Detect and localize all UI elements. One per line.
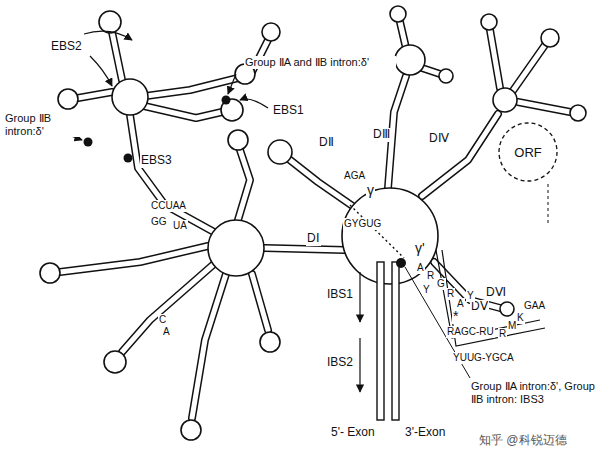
site-label: IBS2 [326, 356, 354, 370]
interaction-label: γ [366, 182, 375, 198]
intron-note: Group ⅡA intron:δ', Group ⅡB intron: IBS… [470, 380, 596, 405]
sequence-letters: R [426, 270, 435, 282]
watermark: 知乎 @科锐迈德 [478, 434, 568, 448]
domain-label: DⅠ [306, 232, 321, 246]
sequence-letters: Y [422, 284, 431, 296]
sequence-letters: C [158, 314, 167, 326]
sequence-letters: UA [172, 220, 188, 232]
intron-note: Group ⅡB intron:δ' [4, 112, 90, 137]
sequence-letters: R [498, 328, 507, 340]
exon-label: 3'-Exon [404, 426, 446, 440]
sequence-letters: GYGUG [343, 218, 382, 230]
site-label: EBS3 [140, 154, 173, 168]
sequence-letters: GAA [523, 300, 546, 312]
sequence-letters: A [416, 262, 425, 274]
site-label: EBS1 [272, 104, 305, 118]
sequence-letters: A [456, 298, 465, 310]
orf-region: ORF [497, 121, 559, 183]
exon-label: 5'- Exon [330, 426, 376, 440]
sequence-letters: R [446, 288, 455, 300]
domain-label: DⅣ [428, 132, 450, 146]
intron-note: Group ⅡA and ⅡB intron:δ' [244, 56, 396, 69]
marker-symbol: * [452, 308, 459, 324]
interaction-label: γ' [414, 240, 426, 256]
domain-label: DⅤ [470, 300, 489, 314]
domain-label: DⅥ [485, 286, 507, 300]
sequence-letters: RAGC-RU [446, 326, 495, 338]
sequence-letters: G [436, 278, 446, 290]
sequence-letters: A [162, 326, 171, 338]
sequence-letters: Y [466, 290, 475, 302]
sequence-letters: YUUG-YGCA [452, 352, 515, 364]
site-label: EBS2 [50, 40, 83, 54]
sequence-letters: CCUAA [150, 200, 187, 212]
sequence-letters: K [516, 312, 525, 324]
site-label: IBS1 [326, 288, 354, 302]
domain-label: DⅢ [372, 128, 391, 142]
region-label: ORF [497, 145, 559, 160]
domain-label: DⅡ [318, 136, 335, 150]
sequence-letters: AGA [343, 170, 366, 182]
sequence-letters: GG [150, 216, 168, 228]
